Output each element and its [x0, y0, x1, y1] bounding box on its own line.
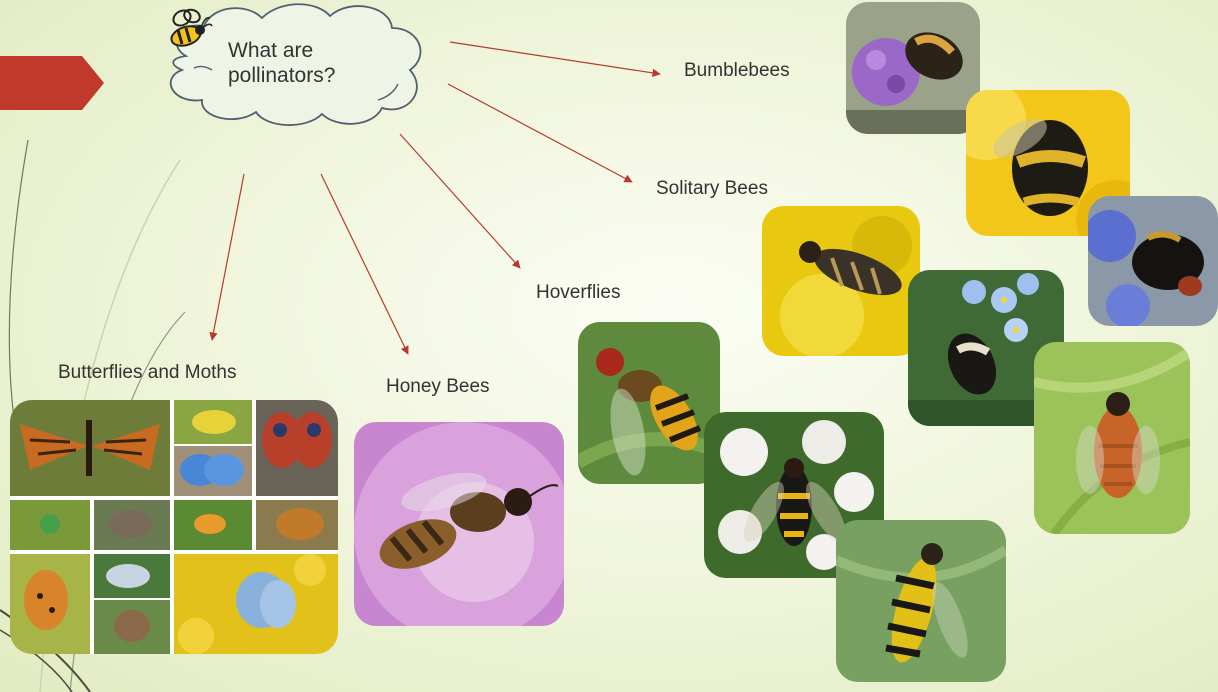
bumblebee-photo-1 [846, 2, 980, 134]
label-honey-bees: Honey Bees [386, 376, 490, 398]
solitary-bee-photo-1 [762, 206, 920, 356]
label-hoverflies: Hoverflies [536, 282, 620, 304]
butterflies-collage [10, 400, 338, 654]
solitary-bee-photo-3 [1034, 342, 1190, 534]
bee-icon [166, 8, 214, 50]
hoverfly-photo-3 [836, 520, 1006, 682]
label-butterflies-moths: Butterflies and Moths [58, 362, 236, 384]
label-bumblebees: Bumblebees [684, 60, 790, 82]
red-tab-shape [0, 56, 110, 110]
label-solitary-bees: Solitary Bees [656, 178, 768, 200]
honey-bee-photo [354, 422, 564, 626]
hoverfly-photo-1 [578, 322, 720, 484]
cloud-title: What are pollinators? [228, 38, 398, 88]
bumblebee-photo-3 [1088, 196, 1218, 326]
